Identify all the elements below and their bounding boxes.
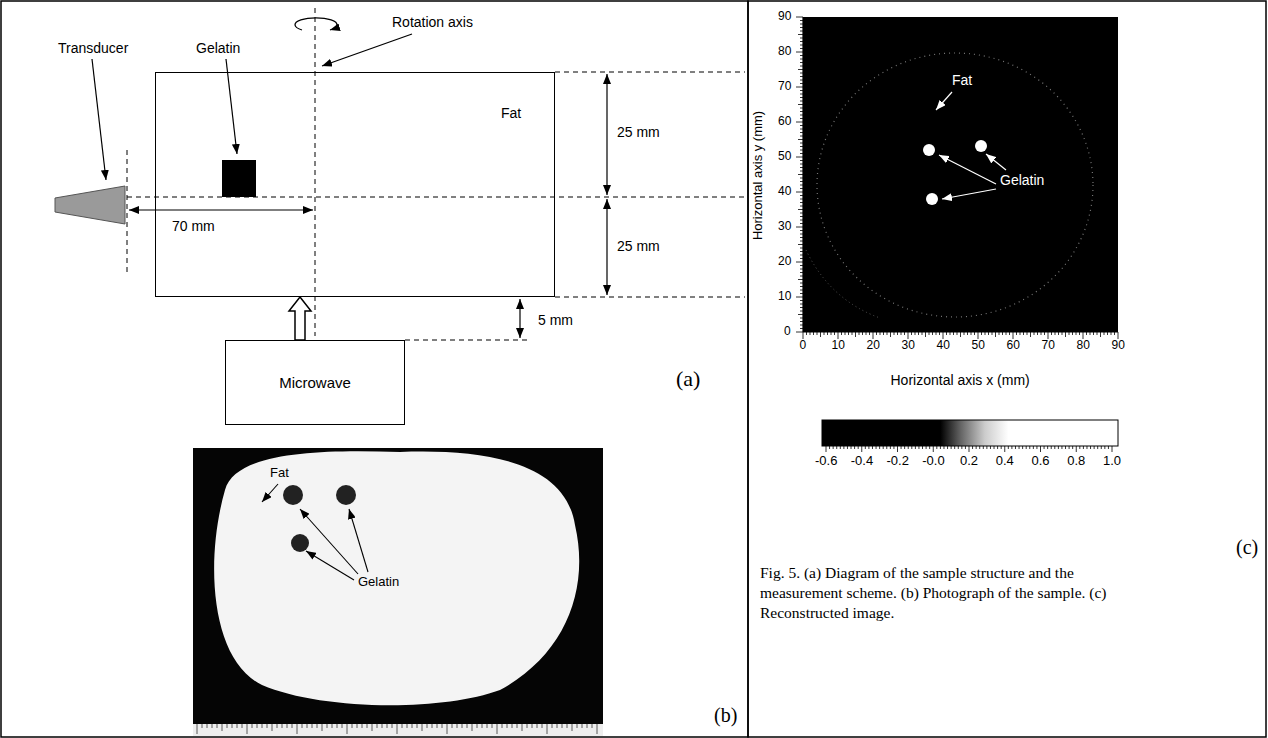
leader-arrow (986, 154, 1006, 170)
annotation-label: 80 (1077, 339, 1090, 353)
annotation-label: Fat (952, 72, 972, 88)
transducer-symbol (55, 186, 125, 224)
leader-arrow (936, 92, 952, 110)
annotation-label: 0 (800, 339, 807, 353)
microwave-box: Microwave (225, 340, 405, 425)
panel-letter: (a) (676, 366, 700, 391)
gelatin-spot (336, 485, 356, 505)
annotation-label: 40 (778, 185, 791, 199)
annotation-label: 0.6 (1032, 454, 1050, 469)
annotation-label: 60 (1007, 339, 1020, 353)
dashed-line (555, 72, 745, 73)
annotation-label: 25 mm (617, 238, 660, 254)
fat-sample-photo (214, 451, 579, 705)
tick-marks (826, 446, 1112, 452)
dimension-arrow (129, 209, 313, 210)
speckle (806, 250, 880, 318)
annotation-label: Gelatin (358, 575, 399, 590)
panel-letter: (b) (714, 704, 737, 727)
gelatin-spot (975, 140, 987, 152)
node-label: Fat (501, 105, 521, 121)
gelatin-spot (923, 144, 935, 156)
gelatin-spot (291, 534, 309, 552)
annotation-label: 10 (832, 339, 845, 353)
ruler-strip (193, 724, 603, 736)
dimension-arrow (606, 74, 607, 195)
sample-outline-speckle (817, 53, 1093, 317)
annotation-label: 70 (778, 80, 791, 94)
panel-border (748, 1, 1266, 737)
annotation-label: -0.2 (887, 454, 909, 469)
dashed-line (405, 340, 530, 341)
annotation-label: Horizontal axis x (mm) (891, 372, 1030, 388)
dashed-line (555, 297, 745, 298)
dimension-arrow (519, 299, 520, 338)
annotation-label: 5 mm (538, 312, 573, 328)
leader-arrow (226, 59, 237, 154)
photo-background (193, 448, 603, 724)
leader-arrow (322, 34, 412, 66)
annotation-label: 60 (778, 115, 791, 129)
dashed-line (127, 197, 745, 198)
annotation-label: Fat (270, 466, 289, 481)
gelatin-spot (926, 193, 938, 205)
annotation-label: 80 (778, 45, 791, 59)
ruler-ticks (197, 724, 597, 734)
annotation-label: -0.6 (815, 454, 837, 469)
annotation-label: 20 (867, 339, 880, 353)
panel-border (1, 1, 748, 737)
node-label: Microwave (279, 374, 351, 391)
annotation-label: 0 (784, 325, 791, 339)
rotation-symbol (295, 18, 337, 30)
annotation-label: 0.2 (960, 454, 978, 469)
leader-arrow (262, 484, 278, 502)
tick-marks (796, 17, 1118, 339)
annotation-label: Gelatin (1000, 172, 1044, 188)
annotation-label: 25 mm (617, 124, 660, 140)
ruler-marks (197, 724, 597, 734)
gelatin-block (222, 160, 256, 197)
annotation-label: 1.0 (1103, 454, 1121, 469)
annotation-label: 20 (778, 255, 791, 269)
panel-letter: (c) (1236, 536, 1258, 559)
annotation-label: 0.4 (996, 454, 1014, 469)
annotation-label: 0.8 (1067, 454, 1085, 469)
dashed-line (127, 150, 128, 272)
axis-ticks (796, 17, 1118, 339)
leader-arrow (349, 509, 368, 572)
annotation-label: Transducer (58, 40, 128, 56)
annotation-label: 30 (902, 339, 915, 353)
annotation-label: 70 (1042, 339, 1055, 353)
figure-caption: Fig. 5. (a) Diagram of the sample struct… (760, 563, 1152, 623)
colorbar (822, 420, 1118, 446)
gelatin-spot (283, 485, 303, 505)
hollow-arrow (289, 297, 311, 340)
annotation-label: Gelatin (196, 40, 240, 56)
annotation-label: 40 (937, 339, 950, 353)
annotation-label: -0.0 (922, 454, 944, 469)
leader-arrow (942, 189, 996, 199)
sample-block: Fat (155, 72, 555, 297)
rotation-axis-line (315, 8, 316, 336)
leader-arrow (939, 155, 996, 184)
image-plot (803, 17, 1118, 332)
leader-arrow (300, 509, 358, 574)
axis-title: Horizontal axis y (mm) (751, 110, 766, 239)
annotation-label: Rotation axis (392, 14, 473, 30)
annotation-label: 90 (778, 10, 791, 24)
annotation-label: 10 (778, 290, 791, 304)
colorbar-ticks (826, 446, 1112, 452)
annotation-label: 30 (778, 220, 791, 234)
annotation-label: -0.4 (851, 454, 873, 469)
annotation-label: 70 mm (172, 218, 215, 234)
leader-arrow (306, 551, 354, 580)
annotation-label: 50 (972, 339, 985, 353)
dimension-arrow (606, 199, 607, 295)
annotation-label: 50 (778, 150, 791, 164)
leader-arrow (92, 59, 106, 180)
annotation-label: 90 (1112, 339, 1125, 353)
